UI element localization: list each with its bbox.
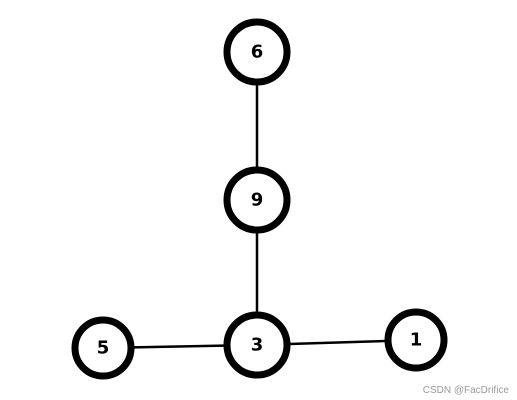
node-9-label: 9 [251, 190, 264, 211]
nodes-layer: 6 9 3 5 1 [71, 18, 448, 380]
node-5-circle [71, 316, 135, 380]
node-3: 3 [223, 311, 291, 379]
node-3-label: 3 [251, 335, 264, 356]
node-9-circle [223, 166, 291, 234]
node-1-circle [384, 308, 448, 372]
node-5-label: 5 [97, 338, 110, 359]
node-5: 5 [71, 316, 135, 380]
node-6-circle [223, 18, 291, 86]
node-3-circle [223, 311, 291, 379]
node-1: 1 [384, 308, 448, 372]
node-9: 9 [223, 166, 291, 234]
watermark-text: CSDN @FacDrifice [422, 385, 509, 396]
node-6-label: 6 [251, 42, 264, 63]
node-6: 6 [223, 18, 291, 86]
node-1-label: 1 [410, 330, 423, 351]
